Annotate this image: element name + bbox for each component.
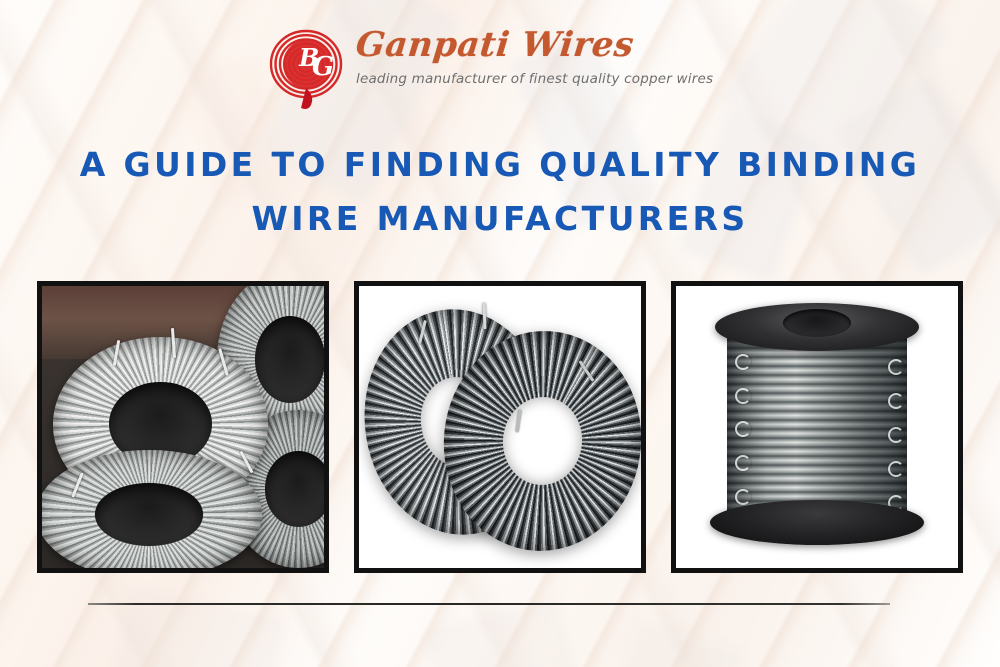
brand-name: Ganpati Wires: [353, 25, 636, 65]
brand-text-block: Ganpati Wires leading manufacturer of fi…: [353, 25, 714, 87]
annealed-coils-photo: [359, 286, 641, 568]
gallery-image-3: [671, 281, 963, 573]
wire-spool-photo: [676, 286, 958, 568]
page-title: A GUIDE TO FINDING QUALITY BINDING WIRE …: [0, 138, 1000, 246]
image-gallery: [37, 281, 963, 573]
page-title-line-2: WIRE MANUFACTURERS: [251, 199, 749, 238]
page-title-line-1: A GUIDE TO FINDING QUALITY BINDING: [79, 145, 921, 184]
brand-tagline: leading manufacturer of finest quality c…: [356, 71, 714, 87]
svg-text:B: B: [298, 43, 319, 72]
wire-coils-photo: [42, 286, 324, 568]
spiral-coil-icon: B G: [268, 26, 348, 110]
gallery-image-1: [37, 281, 329, 573]
gallery-image-2: [354, 281, 646, 573]
svg-text:G: G: [312, 52, 334, 82]
footer-divider: [88, 603, 890, 605]
brand-logo[interactable]: B G Ganpati Wires leading manufacturer o…: [268, 25, 714, 110]
